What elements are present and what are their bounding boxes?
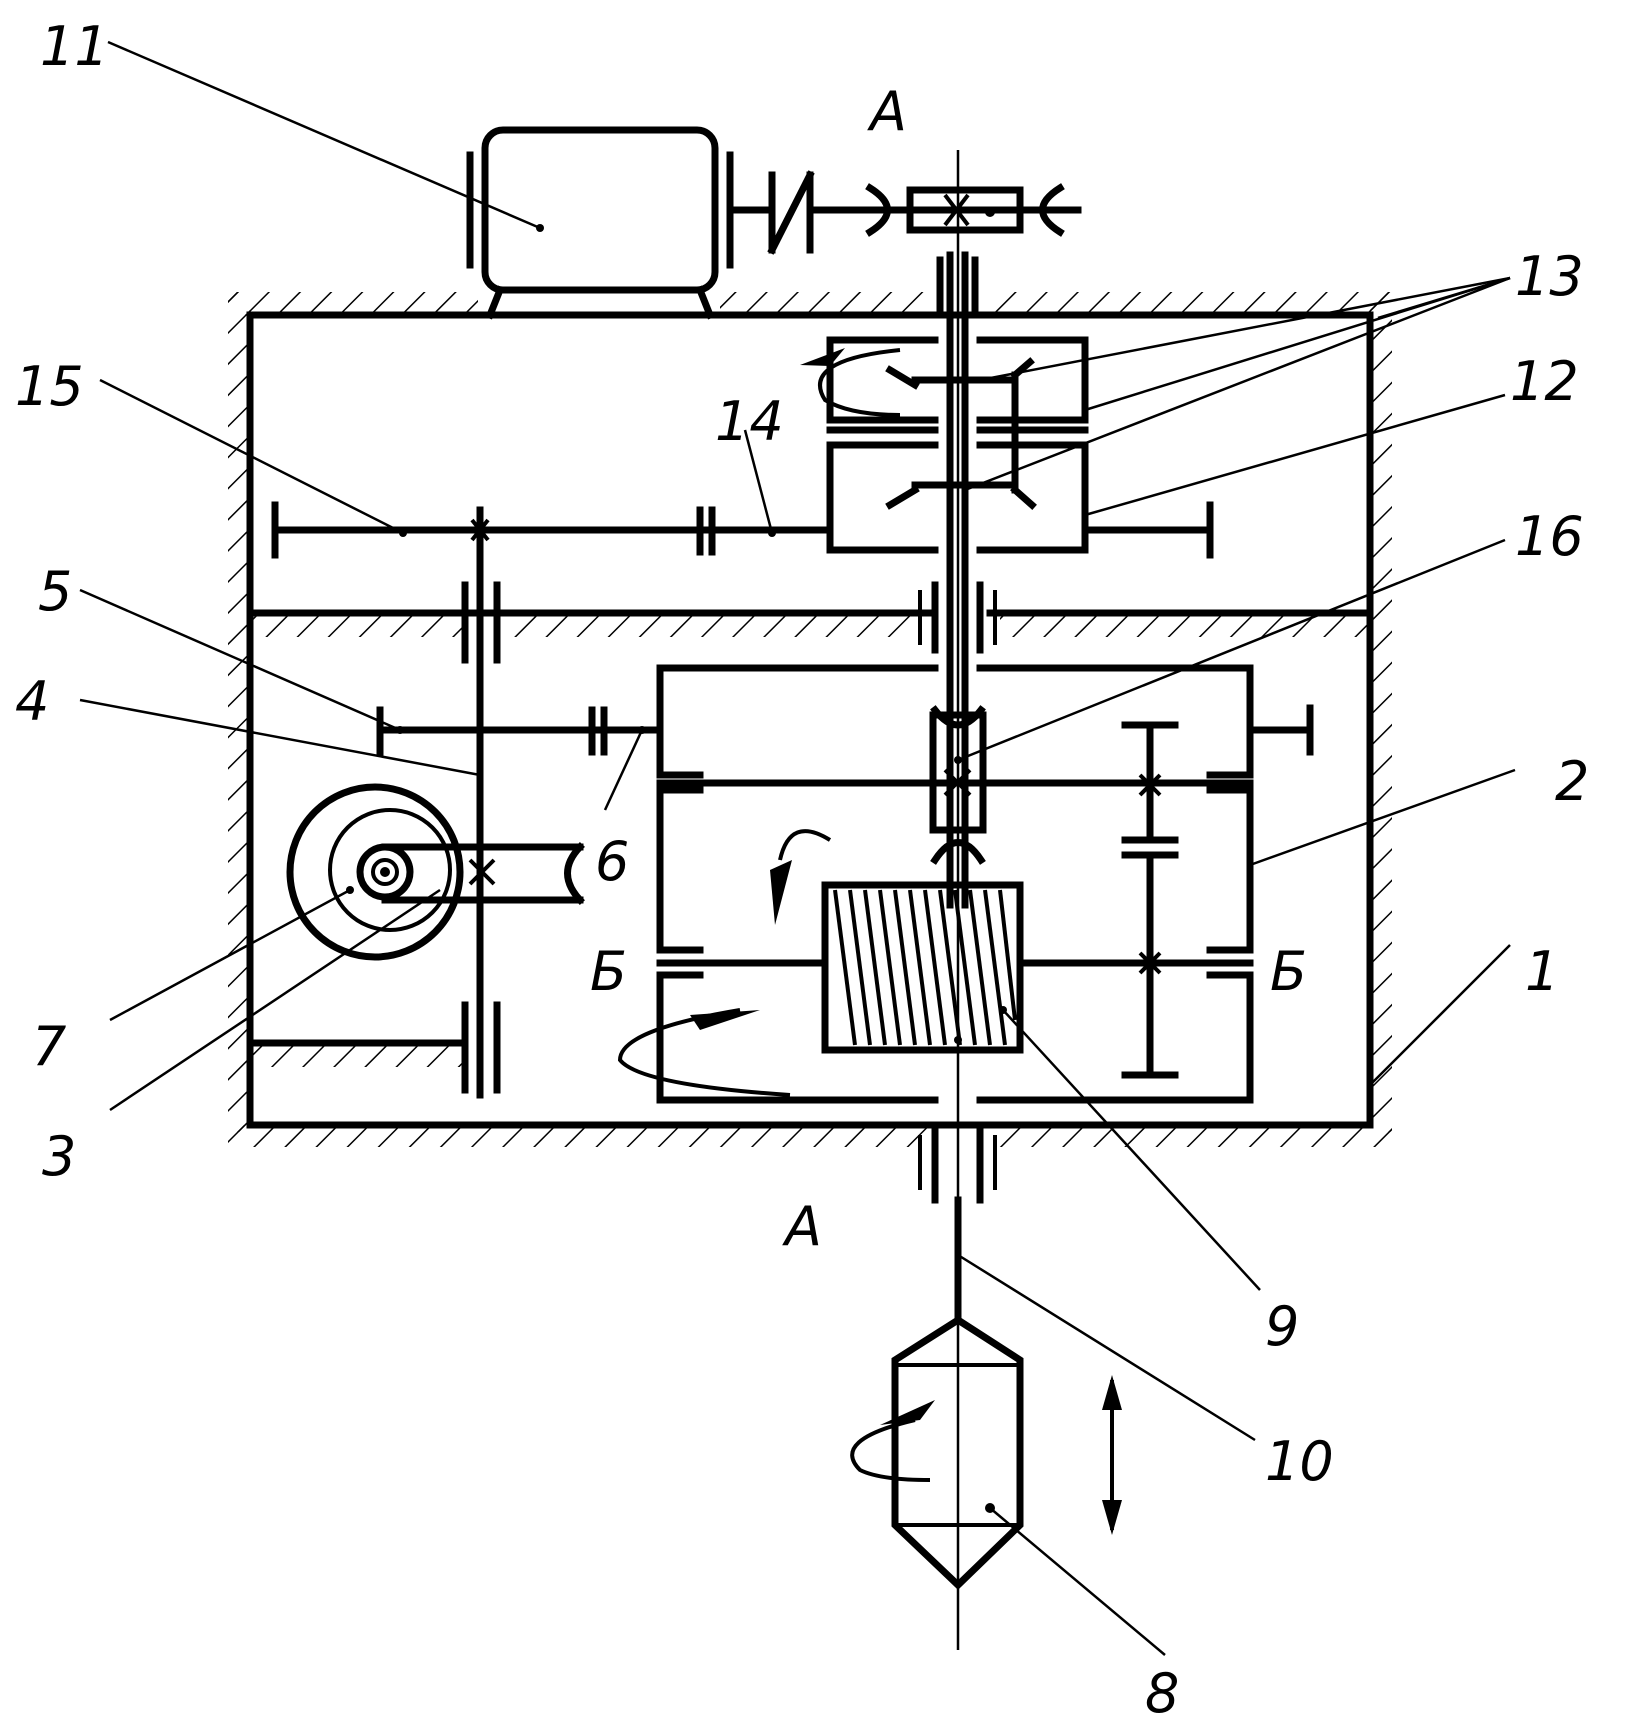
housing: [228, 292, 1392, 1147]
cam-mechanism: [290, 787, 580, 957]
bevel-differential: [800, 340, 1085, 550]
section-b-left: Б: [590, 940, 627, 1003]
suspended-load: [852, 1240, 1122, 1585]
label-16: 16: [1515, 505, 1584, 568]
label-5: 5: [38, 560, 72, 623]
section-a-bottom: А: [782, 1195, 822, 1258]
label-2: 2: [1555, 750, 1589, 813]
label-14: 14: [715, 390, 784, 453]
label-1: 1: [1525, 940, 1559, 1003]
electric-motor: [470, 130, 1078, 315]
label-9: 9: [1265, 1295, 1299, 1358]
shaft-5-6: [380, 710, 660, 752]
label-7: 7: [32, 1015, 66, 1078]
label-4: 4: [15, 670, 49, 733]
label-6: 6: [595, 830, 629, 893]
label-15: 15: [15, 355, 84, 418]
label-3: 3: [42, 1125, 76, 1188]
label-10: 10: [1265, 1430, 1334, 1493]
section-a-top: А: [867, 80, 907, 143]
left-vertical-shaft: [465, 510, 497, 1095]
label-12: 12: [1510, 350, 1579, 413]
label-13: 13: [1515, 245, 1584, 308]
section-b-right: Б: [1270, 940, 1307, 1003]
winding-drum: [825, 885, 1020, 1050]
label-8: 8: [1145, 1662, 1179, 1724]
label-11: 11: [40, 15, 109, 78]
